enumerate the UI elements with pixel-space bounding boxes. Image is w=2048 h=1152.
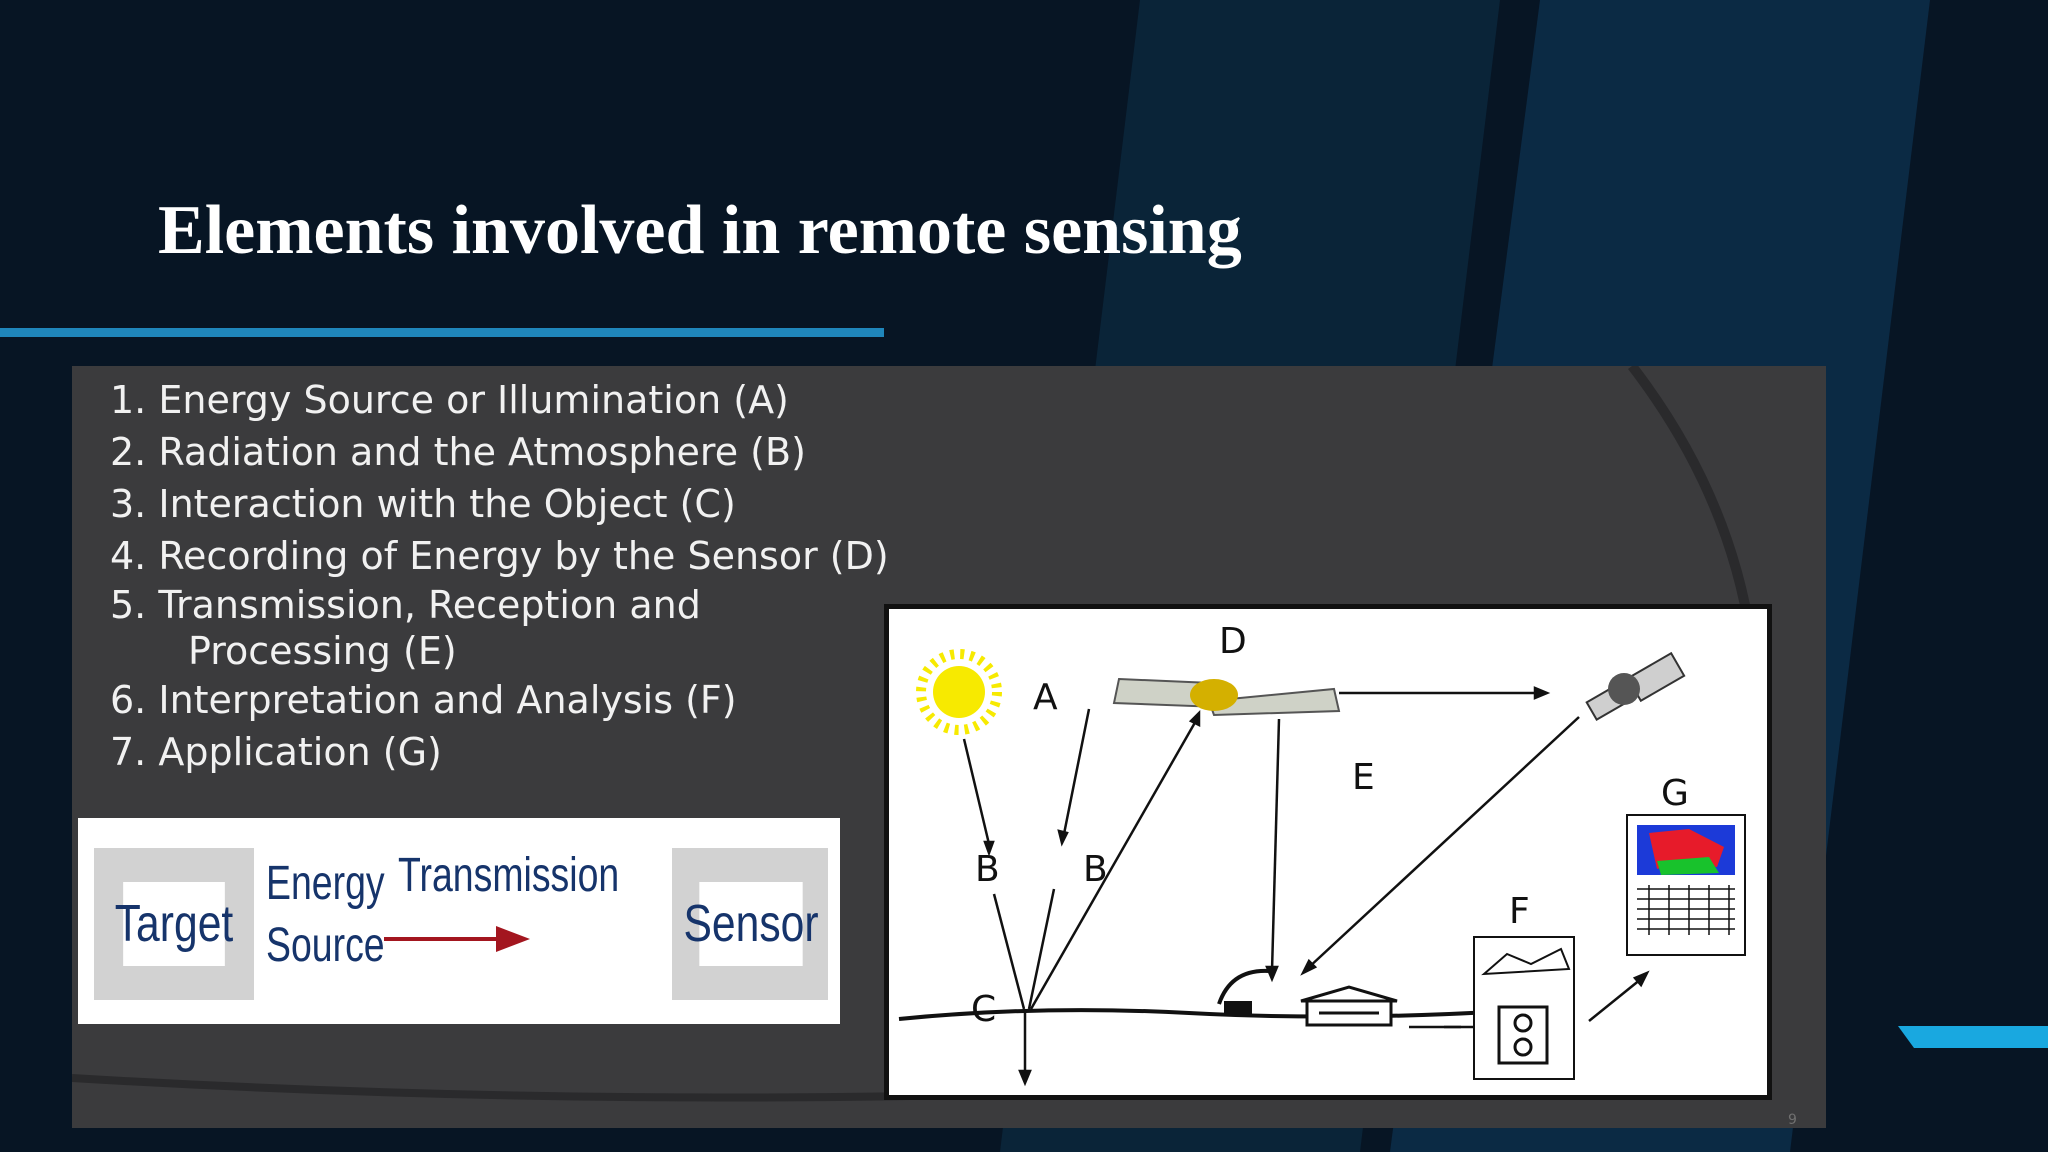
label-d: D [1219, 621, 1247, 662]
elements-list: 1. Energy Source or Illumination (A) 2. … [110, 374, 889, 778]
energy-flow-box: Target Energy Source Transmission Sensor [78, 818, 840, 1024]
list-item: 4. Recording of Energy by the Sensor (D) [110, 534, 889, 578]
label-c: C [971, 989, 996, 1030]
transmission-label: Transmission [398, 849, 620, 902]
list-item: 7. Application (G) [110, 730, 442, 774]
ground-line [898, 1008, 1510, 1021]
title-underline [0, 328, 884, 337]
list-item: 6. Interpretation and Analysis (F) [110, 678, 737, 722]
corner-accent-bar [1898, 1026, 2048, 1048]
target-label: Target [115, 882, 233, 966]
label-g: G [1661, 773, 1689, 814]
processing-building-icon [1300, 985, 1398, 1027]
sensor-label: Sensor [683, 882, 819, 966]
remote-sensing-process-diagram: A B B C D E F G [884, 604, 1772, 1100]
content-image-panel: 1. Energy Source or Illumination (A) 2. … [72, 366, 1826, 1128]
analysis-computer-icon [1473, 936, 1575, 1080]
process-diagram-svg: A B B C D E F G [898, 621, 1746, 1087]
list-item: 3. Interaction with the Object (C) [110, 482, 736, 526]
label-f: F [1509, 891, 1530, 932]
label-a: A [1033, 677, 1058, 718]
energy-source-line2: Source [266, 919, 385, 972]
list-item: 2. Radiation and the Atmosphere (B) [110, 430, 806, 474]
satellite-icon [1112, 677, 1341, 717]
relay-satellite-icon [1585, 651, 1686, 722]
page-number: 9 [1788, 1112, 1797, 1128]
application-map-icon [1626, 814, 1746, 956]
label-b-reflected: B [1083, 849, 1108, 890]
label-e: E [1352, 757, 1375, 798]
energy-source-line1: Energy [266, 857, 385, 910]
slide-title: Elements involved in remote sensing [158, 192, 1242, 269]
ground-station-dish-icon [1217, 968, 1270, 1015]
label-b-incoming: B [975, 849, 1000, 890]
energy-path-arrows [962, 686, 1650, 1087]
list-item: 1. Energy Source or Illumination (A) [110, 378, 789, 422]
transmission-arrow [384, 926, 530, 952]
sun-icon [916, 649, 1002, 735]
